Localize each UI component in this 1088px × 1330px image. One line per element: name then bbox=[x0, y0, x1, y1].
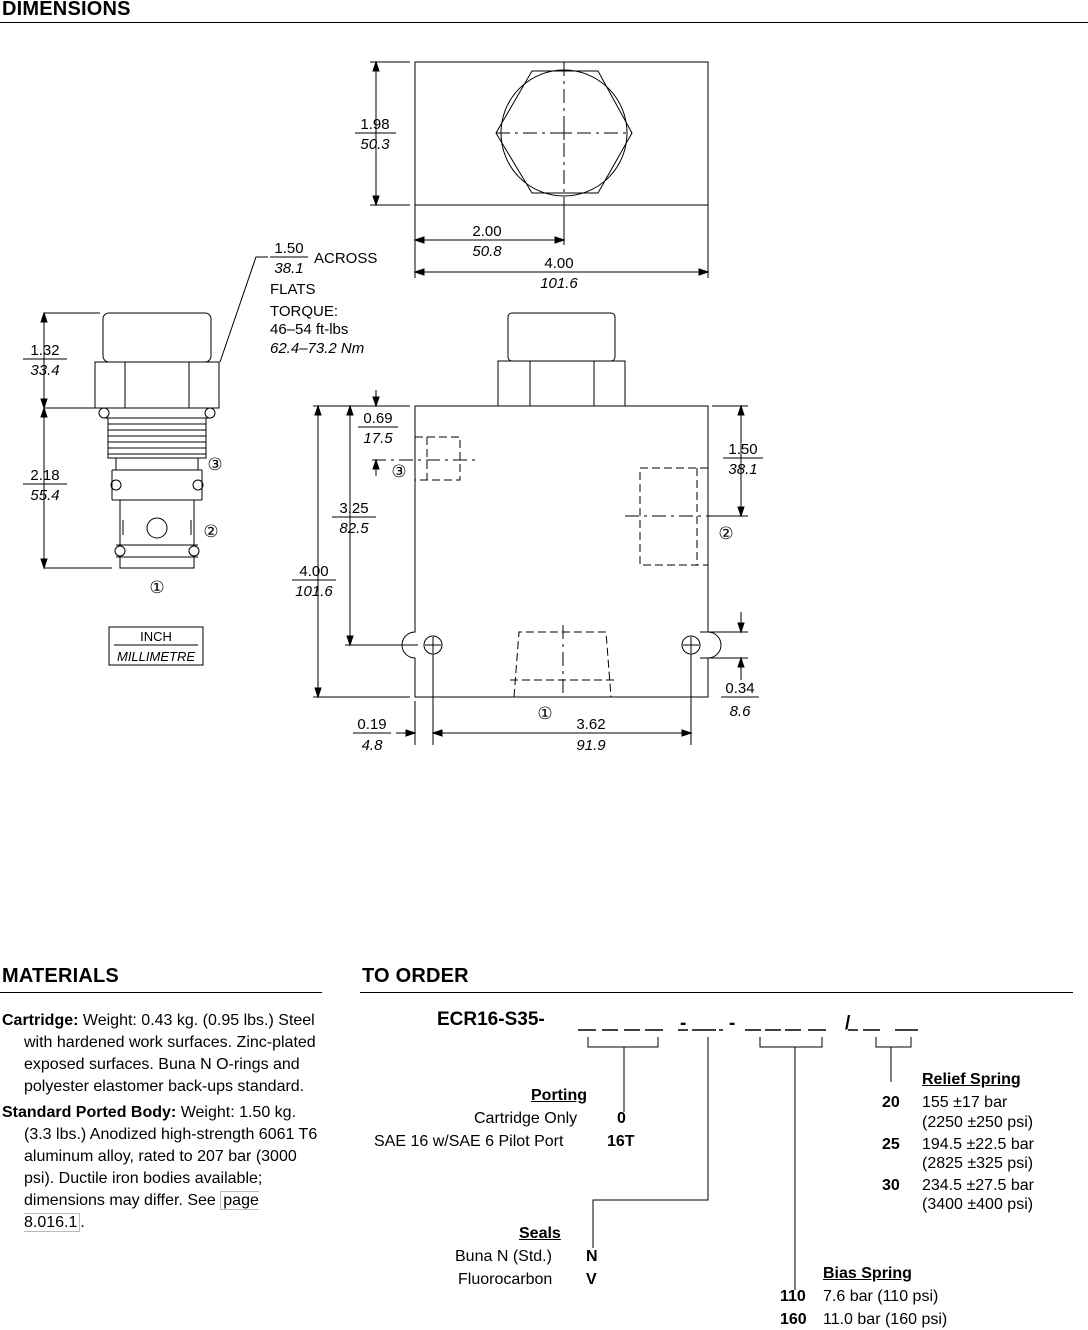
materials-cartridge: Cartridge: Weight: 0.43 kg. (0.95 lbs.) … bbox=[2, 1012, 316, 1095]
dim-3-62-mm: 91.9 bbox=[576, 737, 606, 754]
dimensions-rule bbox=[0, 22, 1088, 23]
dimension-drawing: 1.98 50.3 2.00 50.8 4.00 101.6 1.50 38.1… bbox=[23, 60, 763, 754]
dim-1-50-mm: 38.1 bbox=[728, 461, 757, 478]
dim-1-32-inch: 1.32 bbox=[30, 342, 59, 359]
dim-4-00-width-inch: 4.00 bbox=[544, 255, 573, 272]
torque-imperial: 46–54 ft-lbs bbox=[270, 321, 348, 338]
dim-0-19-mm: 4.8 bbox=[362, 737, 384, 754]
dim-2-00-inch: 2.00 bbox=[472, 223, 501, 240]
seals-option-1-label: Fluorocarbon bbox=[458, 1271, 553, 1288]
order-rule bbox=[360, 992, 1073, 993]
bias-option-0-label: 7.6 bar (110 psi) bbox=[823, 1288, 939, 1305]
flats-label-flats: FLATS bbox=[270, 281, 316, 298]
torque-title: TORQUE: bbox=[270, 303, 338, 320]
body-port-2: ② bbox=[718, 524, 733, 543]
bias-option-0-code: 110 bbox=[780, 1288, 806, 1305]
relief-option-0-code: 20 bbox=[882, 1094, 900, 1111]
relief-option-1-line1: 194.5 ±22.5 bar bbox=[922, 1136, 1034, 1153]
relief-option-2-line2: (3400 ±400 psi) bbox=[922, 1196, 1034, 1213]
relief-option-0-line2: (2250 ±250 psi) bbox=[922, 1114, 1034, 1131]
body-top-view bbox=[414, 61, 709, 206]
cartridge-port-3: ③ bbox=[207, 455, 222, 474]
pn-dash-2: - bbox=[729, 1013, 735, 1034]
order-title: TO ORDER bbox=[362, 965, 469, 987]
dim-1-32-mm: 33.4 bbox=[30, 362, 59, 379]
materials-title: MATERIALS bbox=[2, 965, 119, 987]
seals-option-1-code: V bbox=[586, 1271, 597, 1288]
dim-4-00-height-inch: 4.00 bbox=[299, 563, 328, 580]
seals-option-0-code: N bbox=[586, 1248, 598, 1265]
dim-1-98-mm: 50.3 bbox=[360, 136, 390, 153]
relief-option-1-code: 25 bbox=[882, 1136, 900, 1153]
dim-0-69-mm: 17.5 bbox=[363, 430, 393, 447]
units-legend-mm: MILLIMETRE bbox=[117, 649, 195, 664]
dim-2-00-mm: 50.8 bbox=[472, 243, 502, 260]
dim-0-19-inch: 0.19 bbox=[357, 716, 386, 733]
body-port-1: ① bbox=[537, 704, 552, 723]
bias-spring-heading: Bias Spring bbox=[823, 1265, 912, 1282]
cartridge-port-1: ① bbox=[149, 578, 164, 597]
dim-4-00-height-mm: 101.6 bbox=[295, 583, 333, 600]
dim-1-50-inch: 1.50 bbox=[728, 441, 757, 458]
seals-heading: Seals bbox=[519, 1225, 561, 1242]
dim-flats-inch: 1.50 bbox=[274, 240, 303, 257]
pn-slash: / bbox=[845, 1013, 851, 1034]
dim-1-98-inch: 1.98 bbox=[360, 116, 389, 133]
dim-0-34-mm: 8.6 bbox=[730, 703, 752, 720]
dim-2-18-mm: 55.4 bbox=[30, 487, 59, 504]
dim-0-69-inch: 0.69 bbox=[363, 410, 392, 427]
units-legend-inch: INCH bbox=[140, 629, 172, 644]
cartridge-hex bbox=[94, 361, 220, 409]
seals-option-0-label: Buna N (Std.) bbox=[455, 1248, 552, 1265]
dim-flats-mm: 38.1 bbox=[274, 260, 303, 277]
porting-heading: Porting bbox=[531, 1087, 587, 1104]
relief-option-0-line1: 155 ±17 bar bbox=[922, 1094, 1008, 1111]
materials-text: Cartridge: Weight: 0.43 kg. (0.95 lbs.) … bbox=[2, 1010, 322, 1238]
relief-option-1-line2: (2825 ±325 psi) bbox=[922, 1155, 1034, 1172]
dim-4-00-width-mm: 101.6 bbox=[540, 275, 578, 292]
dim-3-62-inch: 3.62 bbox=[576, 716, 605, 733]
porting-option-0-code: 0 bbox=[617, 1110, 626, 1127]
cartridge-port-2: ② bbox=[203, 522, 218, 541]
cartridge-cap bbox=[102, 312, 212, 363]
dim-3-25-inch: 3.25 bbox=[339, 500, 368, 517]
porting-option-1-label: SAE 16 w/SAE 6 Pilot Port bbox=[374, 1133, 564, 1150]
body-port-3: ③ bbox=[391, 462, 406, 481]
bias-option-1-label: 11.0 bar (160 psi) bbox=[823, 1311, 948, 1328]
body-front-view bbox=[401, 405, 722, 698]
flats-label-across: ACROSS bbox=[314, 250, 377, 267]
relief-option-2-line1: 234.5 ±27.5 bar bbox=[922, 1177, 1034, 1194]
materials-rule bbox=[0, 992, 322, 993]
bias-option-1-code: 160 bbox=[780, 1311, 807, 1328]
materials-body: Standard Ported Body: Weight: 1.50 kg. (… bbox=[2, 1104, 318, 1232]
part-number: ECR16-S35- bbox=[437, 1009, 545, 1030]
porting-option-0-label: Cartridge Only bbox=[474, 1110, 578, 1127]
relief-option-2-code: 30 bbox=[882, 1177, 900, 1194]
dim-2-18-inch: 2.18 bbox=[30, 467, 59, 484]
dimensions-title: DIMENSIONS bbox=[2, 0, 131, 20]
pn-dash-1: - bbox=[680, 1013, 686, 1034]
porting-option-1-code: 16T bbox=[607, 1133, 635, 1150]
page-link[interactable]: page 8.016.1 bbox=[24, 1191, 259, 1232]
torque-metric: 62.4–73.2 Nm bbox=[270, 340, 364, 357]
dim-3-25-mm: 82.5 bbox=[339, 520, 369, 537]
ordering-code-lines: - - / bbox=[578, 1013, 918, 1290]
dim-0-34-inch: 0.34 bbox=[725, 680, 754, 697]
relief-spring-heading: Relief Spring bbox=[922, 1071, 1021, 1088]
